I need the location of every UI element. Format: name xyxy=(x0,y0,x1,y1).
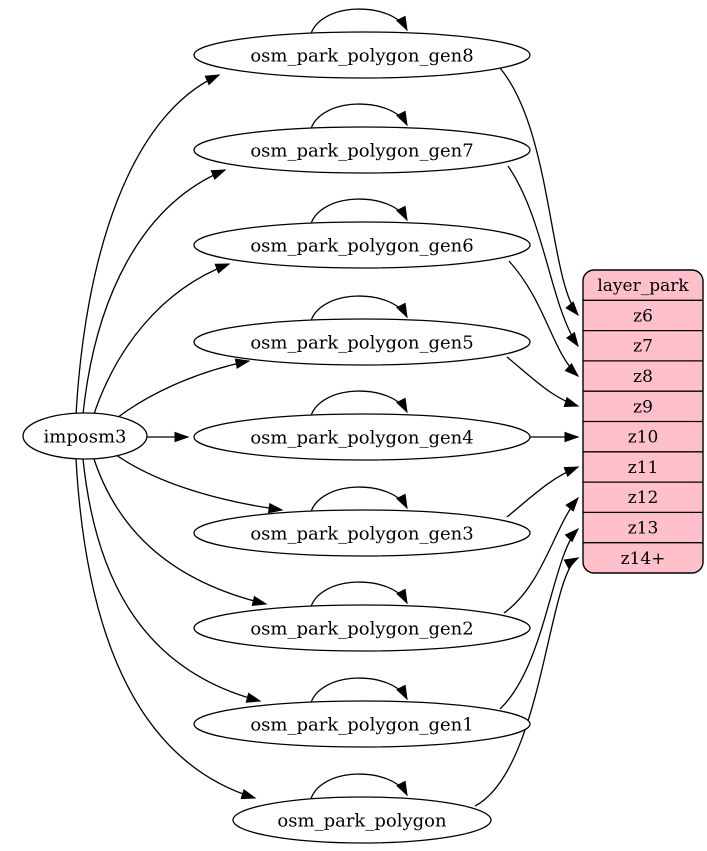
node-osm_park_polygon_gen2: osm_park_polygon_gen2 xyxy=(193,604,531,652)
edge-osm_park_polygon_gen8-to-z6 xyxy=(499,67,579,316)
edge-osm_park_polygon_gen5-to-z9-arrowhead-icon xyxy=(563,396,580,407)
edge-osm_park_polygon-to-z14+-arrowhead-icon xyxy=(563,557,580,570)
edge-osm_park_polygon-to-z14+ xyxy=(474,557,579,807)
edge-imposm3-to-osm_park_polygon_gen3 xyxy=(111,451,283,511)
record-node-layer_park: layer_park z6 z7 z8 z9 z10 z11 z12 z13 z14+ xyxy=(582,269,704,574)
node-osm_park_polygon_gen3: osm_park_polygon_gen3 xyxy=(193,509,531,557)
self-loop-osm_park_polygon_gen1-arrowhead-icon xyxy=(396,684,408,701)
edge-imposm3-to-osm_park_polygon_gen5 xyxy=(111,360,250,423)
record-row-z6: z6 xyxy=(633,306,653,326)
record-title: layer_park xyxy=(597,276,689,296)
edge-imposm3-to-osm_park_polygon_gen2-arrowhead-icon xyxy=(251,595,268,607)
edge-osm_park_polygon_gen6-to-z8-arrowhead-icon xyxy=(564,362,580,378)
record-row-z13: z13 xyxy=(628,519,659,539)
node-osm_park_polygon_gen5: osm_park_polygon_gen5 xyxy=(193,318,531,366)
self-loop-osm_park_polygon-arrowhead-icon xyxy=(396,780,408,797)
edge-imposm3-to-osm_park_polygon_gen1 xyxy=(82,458,261,702)
node-imposm3-label: imposm3 xyxy=(44,426,127,447)
node-osm_park_polygon_gen1: osm_park_polygon_gen1 xyxy=(193,700,531,748)
edge-imposm3-to-osm_park_polygon_gen8-arrowhead-icon xyxy=(204,74,221,86)
edge-imposm3-to-osm_park_polygon_gen3-arrowhead-icon xyxy=(267,502,284,514)
edge-imposm3-to-osm_park_polygon_gen8 xyxy=(75,74,220,416)
edge-imposm3-to-osm_park_polygon_gen6 xyxy=(92,263,230,418)
edge-osm_park_polygon_gen1-to-z13-arrowhead-icon xyxy=(564,527,580,543)
node-osm_park_polygon-shape xyxy=(232,796,492,844)
edge-imposm3-to-osm_park_polygon_gen7 xyxy=(82,169,226,415)
edge-imposm3-to-osm_park_polygon_gen1-arrowhead-icon xyxy=(245,692,262,703)
node-osm_park_polygon_gen7: osm_park_polygon_gen7 xyxy=(193,126,531,174)
edge-imposm3-to-osm_park_polygon_gen5-arrowhead-icon xyxy=(234,358,251,369)
record-row-z10: z10 xyxy=(628,428,659,448)
node-imposm3-shape xyxy=(22,412,148,460)
self-loop-osm_park_polygon_gen4-arrowhead-icon xyxy=(396,397,408,414)
edge-imposm3-to-osm_park_polygon_gen7-arrowhead-icon xyxy=(210,169,227,181)
edge-osm_park_polygon_gen4-to-z10-arrowhead-icon xyxy=(564,431,580,443)
node-osm_park_polygon_gen5-shape xyxy=(193,318,531,366)
record-row-z12: z12 xyxy=(628,488,659,508)
edge-osm_park_polygon_gen7-to-z7-arrowhead-icon xyxy=(566,331,579,348)
edge-imposm3-to-osm_park_polygon_gen4-arrowhead-icon xyxy=(174,431,190,443)
edge-imposm3-to-osm_park_polygon_gen2 xyxy=(92,455,267,605)
node-osm_park_polygon_gen6-label: osm_park_polygon_gen6 xyxy=(250,235,473,256)
edge-imposm3-to-osm_park_polygon-arrowhead-icon xyxy=(240,788,257,800)
record-row-z7: z7 xyxy=(633,337,653,357)
node-osm_park_polygon_gen7-shape xyxy=(193,126,531,174)
record-row-z11: z11 xyxy=(628,458,659,478)
edge-imposm3-to-osm_park_polygon xyxy=(75,458,256,799)
self-loop-osm_park_polygon_gen2-arrowhead-icon xyxy=(396,588,408,605)
node-osm_park_polygon_gen1-shape xyxy=(193,700,531,748)
edge-osm_park_polygon_gen7-to-z7 xyxy=(507,165,579,347)
node-osm_park_polygon_gen3-label: osm_park_polygon_gen3 xyxy=(250,523,473,544)
record-row-z8: z8 xyxy=(633,367,653,387)
edge-osm_park_polygon_gen3-to-z11-arrowhead-icon xyxy=(563,466,580,477)
node-osm_park_polygon_gen8: osm_park_polygon_gen8 xyxy=(193,31,531,79)
self-loop-osm_park_polygon_gen3-arrowhead-icon xyxy=(396,493,408,510)
node-osm_park_polygon_gen3-shape xyxy=(193,509,531,557)
node-osm_park_polygon_gen4: osm_park_polygon_gen4 xyxy=(193,413,531,461)
self-loop-osm_park_polygon_gen6-arrowhead-icon xyxy=(396,205,408,222)
node-osm_park_polygon-label: osm_park_polygon xyxy=(277,810,447,831)
node-osm_park_polygon_gen1-label: osm_park_polygon_gen1 xyxy=(250,714,473,735)
edge-osm_park_polygon_gen6-to-z8 xyxy=(508,260,579,377)
edge-osm_park_polygon_gen1-to-z13 xyxy=(499,528,579,710)
record-row-z9: z9 xyxy=(633,397,653,417)
node-osm_park_polygon: osm_park_polygon xyxy=(232,796,492,844)
self-loop-osm_park_polygon_gen7-arrowhead-icon xyxy=(396,110,408,127)
node-osm_park_polygon_gen2-shape xyxy=(193,604,531,652)
edge-osm_park_polygon_gen2-to-z12-arrowhead-icon xyxy=(565,496,579,512)
record-row-z14+: z14+ xyxy=(621,549,666,569)
node-osm_park_polygon_gen5-label: osm_park_polygon_gen5 xyxy=(250,332,473,353)
self-loop-osm_park_polygon_gen8-arrowhead-icon xyxy=(396,15,408,32)
edge-osm_park_polygon_gen8-to-z6-arrowhead-icon xyxy=(565,301,579,317)
node-osm_park_polygon_gen7-label: osm_park_polygon_gen7 xyxy=(250,140,473,161)
node-osm_park_polygon_gen6: osm_park_polygon_gen6 xyxy=(193,221,531,269)
node-imposm3: imposm3 xyxy=(22,412,148,460)
node-osm_park_polygon_gen2-label: osm_park_polygon_gen2 xyxy=(250,618,473,639)
self-loop-osm_park_polygon_gen5-arrowhead-icon xyxy=(396,302,408,319)
node-osm_park_polygon_gen8-label: osm_park_polygon_gen8 xyxy=(250,45,473,66)
node-osm_park_polygon_gen6-shape xyxy=(193,221,531,269)
node-osm_park_polygon_gen4-shape xyxy=(193,413,531,461)
edge-imposm3-to-osm_park_polygon_gen6-arrowhead-icon xyxy=(214,263,231,274)
node-osm_park_polygon_gen4-label: osm_park_polygon_gen4 xyxy=(250,427,473,448)
edge-osm_park_polygon_gen2-to-z12 xyxy=(503,497,579,614)
node-osm_park_polygon_gen8-shape xyxy=(193,31,531,79)
